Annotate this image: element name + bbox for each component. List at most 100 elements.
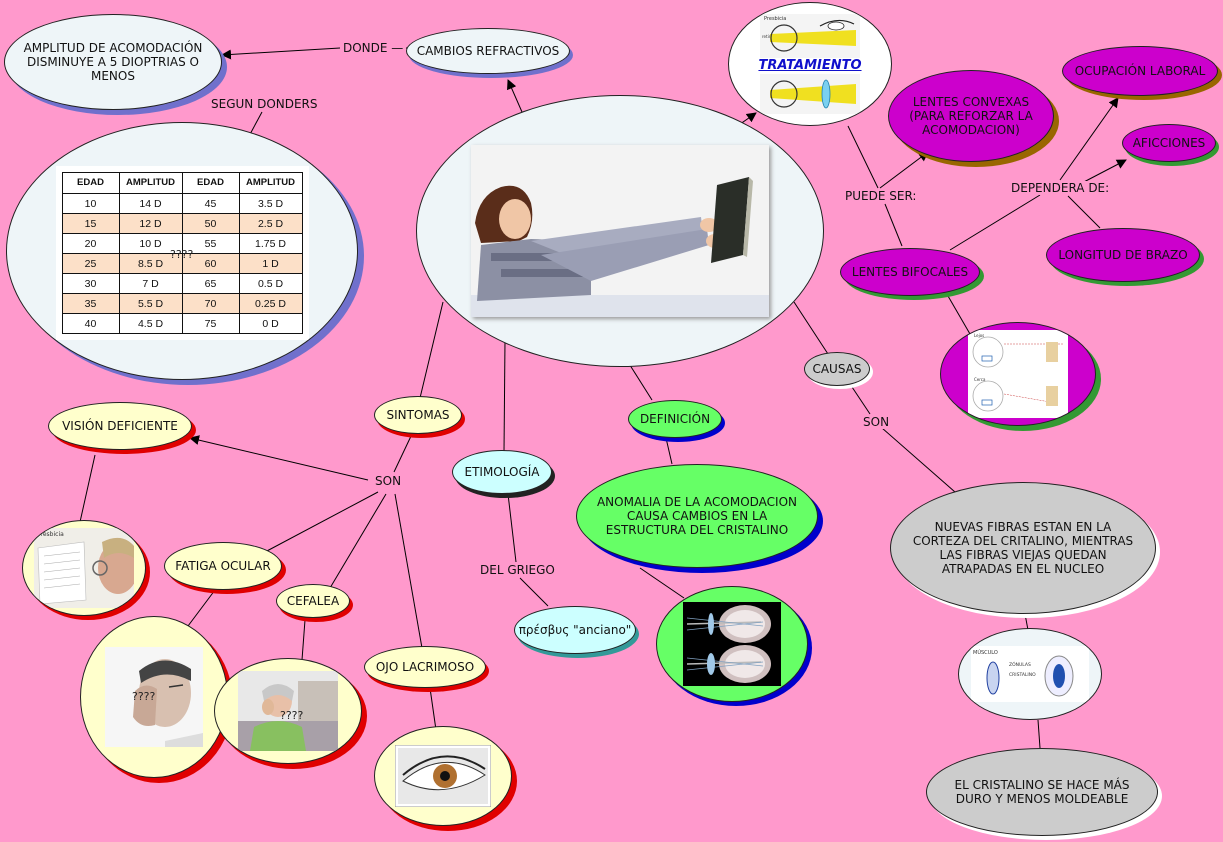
sintomas-text: SINTOMAS <box>386 408 450 422</box>
line-son-cefalea <box>329 493 387 589</box>
tratamiento-node: Presbicia retina TRATAMIENTO <box>728 2 892 126</box>
donde-label: DONDE — <box>340 41 407 55</box>
causas-node: CAUSAS <box>804 352 870 386</box>
definicion-node: DEFINICIÓN <box>628 400 722 438</box>
table-cell: 0.5 D <box>238 273 303 294</box>
table-cell: 55 <box>181 233 240 254</box>
table-cell: 0 D <box>238 313 303 334</box>
line-anomalia-image <box>639 567 685 599</box>
line-puedeser-convexas <box>879 151 929 189</box>
line-cefalea-image <box>301 619 306 661</box>
donders-header-edad-1: EDAD <box>61 172 120 194</box>
cefalea-node: CEFALEA <box>276 584 350 618</box>
amplitud-text: AMPLITUD DE ACOMODACIÓN DISMINUYE A 5 DI… <box>23 41 203 83</box>
son-sintomas-label: SON <box>372 474 405 488</box>
line-tratamiento-puedeser <box>847 125 879 189</box>
table-cell: 20 <box>61 233 120 254</box>
son-causas-label: SON <box>860 415 893 429</box>
fatiga-ocular-text: FATIGA OCULAR <box>175 559 271 573</box>
line-puedeser-bifocales <box>884 203 903 247</box>
cefalea-text: CEFALEA <box>286 594 340 608</box>
cristalino-duro-node: EL CRISTALINO SE HACE MÁS DURO Y MENOS M… <box>926 748 1158 836</box>
bifocales-image: Lejos Cerca <box>968 330 1068 418</box>
musculo-label: MÚSCULO <box>973 649 998 656</box>
line-center-definicion <box>627 361 653 401</box>
longitud-brazo-text: LONGITUD DE BRAZO <box>1058 248 1188 262</box>
presbys-node: πρέσβυς "anciano" <box>514 606 636 654</box>
ocupacion-laboral-node: OCUPACIÓN LABORAL <box>1062 46 1218 96</box>
table-cell: 2.5 D <box>238 213 303 234</box>
tratamiento-text: TRATAMIENTO <box>758 58 862 73</box>
cefalea-image <box>238 671 338 751</box>
ojo-lacrimoso-text: OJO LACRIMOSO <box>375 660 475 674</box>
ojo-lacrimoso-node: OJO LACRIMOSO <box>364 646 486 688</box>
lentes-convexas-text: LENTES CONVEXAS (PARA REFORZAR LA ACOMOD… <box>909 95 1033 137</box>
anomalia-text: ANOMALIA DE LA ACOMODACION CAUSA CAMBIOS… <box>596 495 798 537</box>
table-cell: 1.75 D <box>238 233 303 254</box>
line-son-fatiga <box>264 491 379 553</box>
donders-header-amplitud-1: AMPLITUD <box>118 172 183 194</box>
lentes-convexas-node: LENTES CONVEXAS (PARA REFORZAR LA ACOMOD… <box>888 70 1054 162</box>
cristalino-image-node: MÚSCULO ZÓNULAS CRISTALINO <box>958 628 1102 720</box>
nuevas-fibras-node: NUEVAS FIBRAS ESTAN EN LA CORTEZA DEL CR… <box>890 482 1156 614</box>
line-dependera-ocupacion <box>1059 97 1119 181</box>
sintomas-node: SINTOMAS <box>374 396 462 434</box>
table-cell: 4.5 D <box>118 313 183 334</box>
tratamiento-image: Presbicia retina <box>760 14 860 114</box>
line-cristalino-duro <box>1037 719 1041 749</box>
line-son-nuevas <box>881 427 956 493</box>
vision-deficiente-image: Presbicia <box>34 528 134 608</box>
line-center-etimologia <box>503 339 506 453</box>
cristalino-label: CRISTALINO <box>1009 672 1036 678</box>
etimologia-node: ETIMOLOGÍA <box>452 450 552 494</box>
reading-woman-image <box>471 145 769 317</box>
puede-ser-label: PUEDE SER: <box>842 189 920 203</box>
line-ojo-image <box>429 687 437 731</box>
center-node <box>416 95 824 367</box>
bifocales-image-node: Lejos Cerca <box>940 322 1096 426</box>
line-nuevas-cristalino <box>1024 613 1029 631</box>
line-center-cambios <box>507 79 523 113</box>
table-cell: 70 <box>181 293 240 314</box>
retina-label: retina <box>762 34 774 39</box>
cambios-refractivos-text: CAMBIOS REFRACTIVOS <box>416 44 560 58</box>
line-center-causas <box>793 301 829 355</box>
ojo-lacrimoso-image <box>395 745 491 807</box>
line-center-sintomas <box>419 301 444 399</box>
segun-donders-label: SEGUN DONDERS <box>208 97 321 111</box>
presbys-text: πρέσβυς "anciano" <box>518 623 632 637</box>
line-etimologia-griego <box>507 493 517 563</box>
del-griego-label: DEL GRIEGO <box>477 563 558 577</box>
table-cell: 1 D <box>238 253 303 274</box>
line-dependera-longitud <box>1067 195 1101 229</box>
vision-deficiente-text: VISIÓN DEFICIENTE <box>62 419 178 433</box>
line-sintomas-son <box>393 433 413 473</box>
lentes-bifocales-text: LENTES BIFOCALES <box>851 265 969 279</box>
line-vision-image <box>79 454 96 523</box>
fatiga-image-node <box>80 616 228 778</box>
line-griego-presbys <box>519 577 549 607</box>
definicion-text: DEFINICIÓN <box>639 412 711 426</box>
donders-header-amplitud-2: AMPLITUD <box>238 172 303 194</box>
question-marks-table: ???? <box>170 248 194 261</box>
table-cell: 60 <box>181 253 240 274</box>
vision-deficiente-node: VISIÓN DEFICIENTE <box>48 402 192 450</box>
table-cell: 25 <box>61 253 120 274</box>
line-definicion-anomalia <box>665 437 673 465</box>
presbicia-label: Presbicia <box>764 16 786 22</box>
anomalia-image <box>683 602 781 686</box>
causas-text: CAUSAS <box>812 362 862 376</box>
table-cell: 10 D <box>118 233 183 254</box>
aficiones-node: AFICCIONES <box>1122 124 1216 162</box>
dependera-de-label: DEPENDERA DE: <box>1008 181 1113 195</box>
table-cell: 65 <box>181 273 240 294</box>
cambios-refractivos-node: CAMBIOS REFRACTIVOS <box>406 28 570 74</box>
